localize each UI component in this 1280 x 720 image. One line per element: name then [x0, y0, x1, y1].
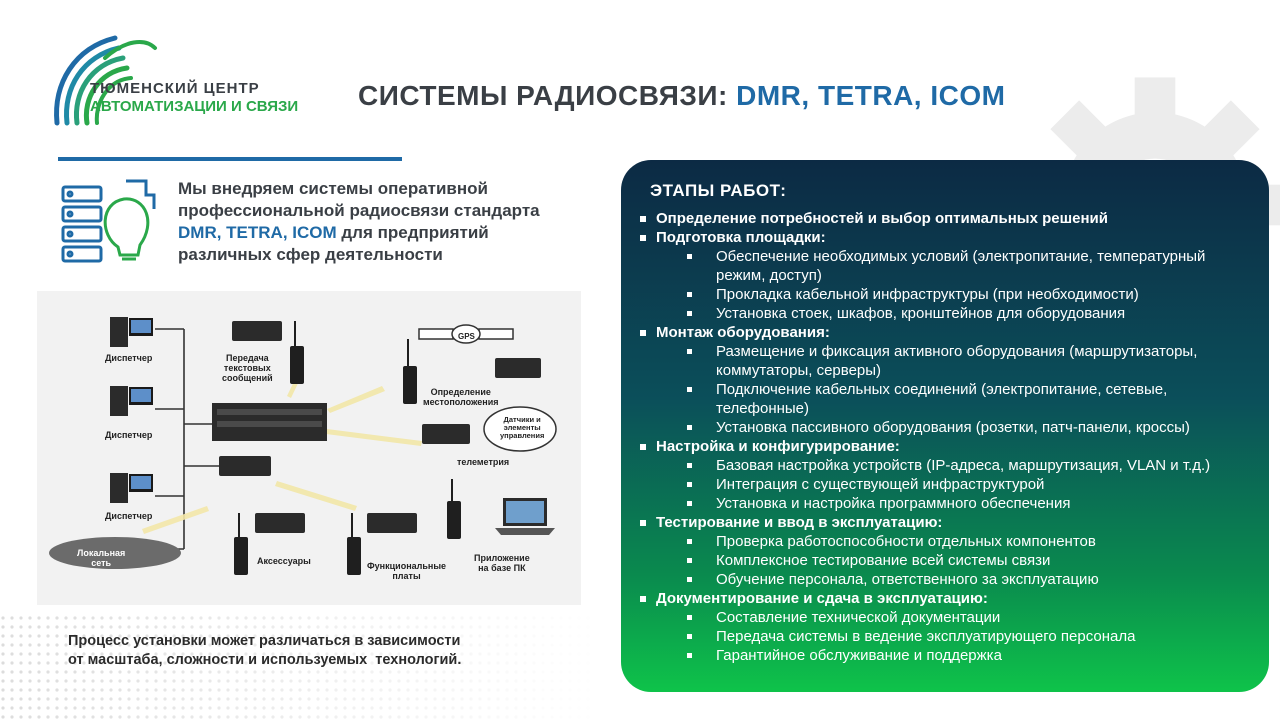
logo-text: ТЮМЕНСКИЙ ЦЕНТР АВТОМАТИЗАЦИИ И СВЯЗИ [90, 80, 298, 115]
pc-laptop [495, 498, 555, 535]
stage-3-item-3: Установка пассивного оборудования (розет… [640, 418, 1255, 437]
work-stages-panel [621, 160, 1269, 692]
intro-line-1: Мы внедряем системы оперативной [178, 179, 488, 198]
intro-line-2: профессиональной радиосвязи стандарта [178, 201, 540, 220]
server-lightbulb-icon [61, 179, 156, 263]
intro-line-3: DMR, TETRA, ICOM для предприятий [178, 222, 598, 244]
page-title: СИСТЕМЫ РАДИОСВЯЗИ: DMR, TETRA, ICOM [358, 80, 1005, 112]
dot-pattern-decoration [0, 615, 600, 720]
label-local-network: Локальная сеть [77, 548, 126, 568]
stage-5-item-3: Обучение персонала, ответственного за эк… [640, 570, 1255, 589]
installation-note: Процесс установки может различаться в за… [68, 632, 538, 670]
dispatcher-computer-3 [110, 473, 153, 503]
company-logo-icon [54, 35, 157, 126]
label-location: Определение местоположения [423, 387, 499, 407]
label-dispatcher-2: Диспетчер [105, 430, 153, 440]
stage-2-item-3: Установка стоек, шкафов, кронштейнов для… [640, 304, 1255, 323]
dispatcher-computer-2 [110, 386, 153, 416]
stage-6-item-2: Передача системы в ведение эксплуатирующ… [640, 627, 1255, 646]
network-diagram-graphic [49, 317, 557, 575]
panel-title: ЭТАПЫ РАБОТ: [650, 181, 787, 200]
stage-3: Монтаж оборудования: [640, 323, 1255, 342]
stage-4-item-2: Интеграция с существующей инфраструктуро… [640, 475, 1255, 494]
stage-2: Подготовка площадки: [640, 228, 1255, 247]
stage-3-item-1: Размещение и фиксация активного оборудов… [640, 342, 1255, 380]
label-gps: GPS [458, 332, 475, 341]
stage-5: Тестирование и ввод в эксплуатацию: [640, 513, 1255, 532]
label-telemetry: телеметрия [457, 457, 510, 467]
note-line-1: Процесс установки может различаться в за… [68, 633, 461, 649]
stage-4-item-3: Установка и настройка программного обесп… [640, 494, 1255, 513]
stage-6-item-3: Гарантийное обслуживание и поддержка [640, 646, 1255, 665]
stage-6-items: Составление технической документации Пер… [640, 608, 1255, 665]
stage-2-item-2: Прокладка кабельной инфраструктуры (при … [640, 285, 1255, 304]
intro-line-3-rest: для предприятий [336, 223, 489, 242]
label-dispatcher-1: Диспетчер [105, 353, 153, 363]
stage-5-items: Проверка работоспособности отдельных ком… [640, 532, 1255, 589]
stage-5-item-2: Комплексное тестирование всей системы св… [640, 551, 1255, 570]
stage-3-item-2: Подключение кабельных соединений (электр… [640, 380, 1255, 418]
title-part-1: СИСТЕМЫ РАДИОСВЯЗИ: [358, 80, 728, 111]
stage-3-items: Размещение и фиксация активного оборудов… [640, 342, 1255, 437]
base-station [212, 403, 327, 441]
dispatcher-computer-1 [110, 317, 153, 347]
network-diagram: Диспетчер Диспетчер Диспетчер Передача т… [37, 291, 581, 605]
label-functional-boards: Функциональные платы [367, 561, 447, 581]
stage-4-items: Базовая настройка устройств (IP-адреса, … [640, 456, 1255, 513]
stage-4-item-1: Базовая настройка устройств (IP-адреса, … [640, 456, 1255, 475]
intro-text: Мы внедряем системы оперативной професси… [178, 178, 598, 266]
stage-2-items: Обеспечение необходимых условий (электро… [640, 247, 1255, 323]
stage-2-item-1: Обеспечение необходимых условий (электро… [640, 247, 1255, 285]
logo-line-2: АВТОМАТИЗАЦИИ И СВЯЗИ [90, 98, 299, 115]
label-text-messages: Передача текстовых сообщений [222, 353, 273, 383]
logo-line-1: ТЮМЕНСКИЙ ЦЕНТР [90, 80, 260, 97]
stage-1: Определение потребностей и выбор оптимал… [640, 209, 1255, 228]
stage-5-item-1: Проверка работоспособности отдельных ком… [640, 532, 1255, 551]
note-line-2: от масштаба, сложности и используемых те… [68, 652, 462, 668]
label-accessories: Аксессуары [257, 556, 311, 566]
label-dispatcher-3: Диспетчер [105, 511, 153, 521]
title-part-2: DMR, TETRA, ICOM [736, 80, 1006, 111]
work-stages-list: Определение потребностей и выбор оптимал… [640, 209, 1255, 665]
title-divider [58, 157, 402, 161]
intro-highlight: DMR, TETRA, ICOM [178, 223, 337, 242]
gps-satellite [418, 324, 514, 344]
label-pc-app: Приложение на базе ПК [474, 553, 530, 573]
label-sensors: Датчики и элементы управления [500, 415, 545, 440]
stage-6-item-1: Составление технической документации [640, 608, 1255, 627]
stage-4: Настройка и конфигурирование: [640, 437, 1255, 456]
stage-6: Документирование и сдача в эксплуатацию: [640, 589, 1255, 608]
intro-line-4: различных сфер деятельности [178, 245, 443, 264]
